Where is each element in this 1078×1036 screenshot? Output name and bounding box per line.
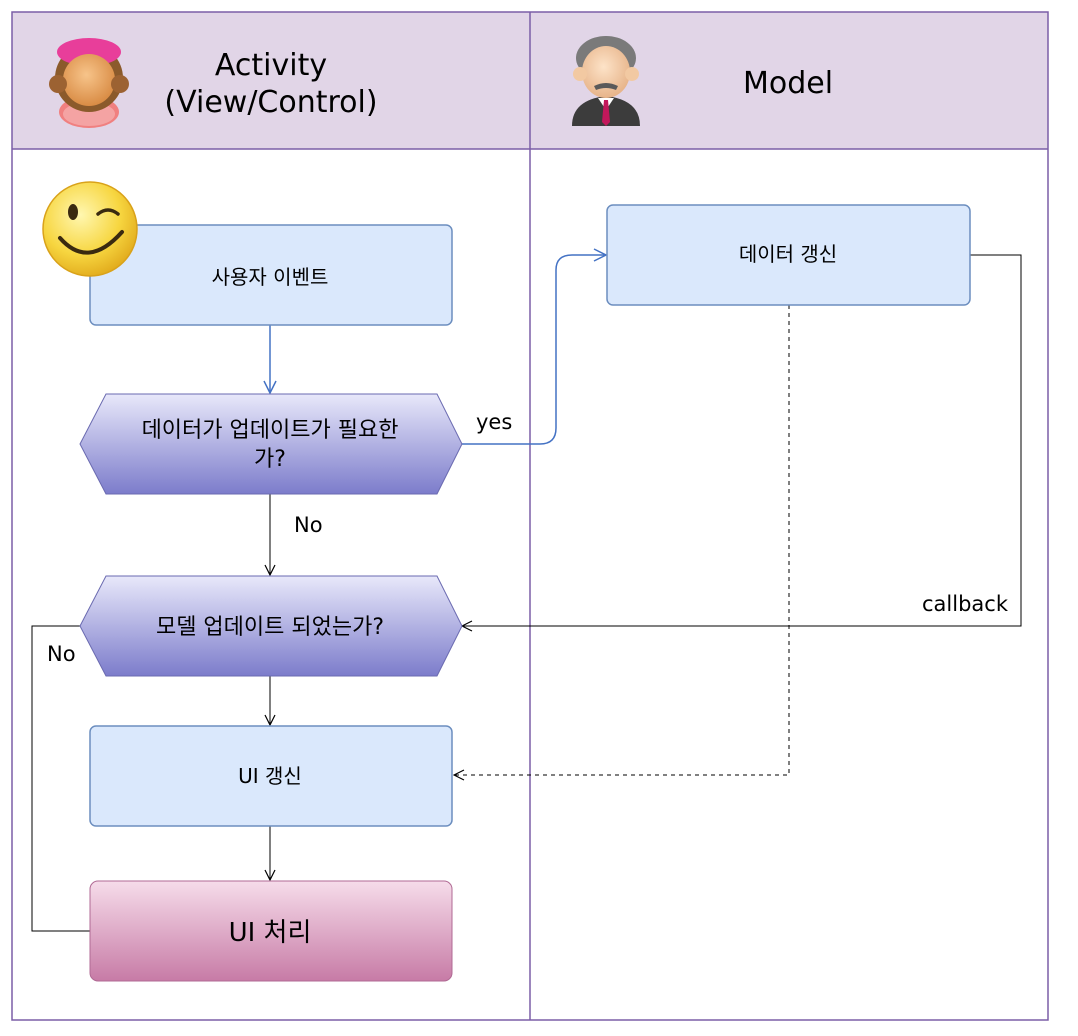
yes-label: yes [476,410,512,434]
model-lane-title: Model [743,66,833,101]
node-user-event-label: 사용자 이벤트 [212,265,329,289]
lane-header-model: Model [572,36,833,126]
swimlane-frame [11,11,1049,1021]
activity-lane-title-line2: (View/Control) [164,85,377,120]
node-needs-update-decision[interactable]: 데이터가 업데이트가 필요한 가? [79,393,463,495]
node-data-refresh-label: 데이터 갱신 [739,242,837,266]
node-ui-process-label: UI 처리 [229,918,312,948]
node-ui-refresh-label: UI 갱신 [238,764,302,788]
edge-dashed-notify [454,305,790,775]
edge-callback [462,254,1022,626]
lane-header-activity: Activity (View/Control) [49,38,378,128]
female-user-icon [49,38,129,128]
node-data-refresh[interactable]: 데이터 갱신 [606,204,971,306]
no-label-down: No [294,513,323,537]
edge-no-loop [31,625,90,932]
node-ui-refresh[interactable]: UI 갱신 [89,725,453,827]
node-model-updated-decision[interactable]: 모델 업데이트 되었는가? [79,575,463,677]
activity-lane-title-line1: Activity [215,48,327,83]
callback-label: callback [922,592,1009,616]
node-ui-process[interactable]: UI 처리 [89,880,453,982]
male-user-icon [572,36,640,126]
connectors [31,254,1022,932]
wink-smiley-icon [42,181,138,277]
node-user-event[interactable]: 사용자 이벤트 [89,224,453,326]
node-model-updated-label: 모델 업데이트 되었는가? [156,615,384,640]
node-needs-update-label-line2: 가? [254,447,286,472]
edge-yes-to-data-refresh [462,255,606,445]
no-label-loop: No [47,642,76,666]
node-needs-update-label-line1: 데이터가 업데이트가 필요한 [142,418,399,443]
